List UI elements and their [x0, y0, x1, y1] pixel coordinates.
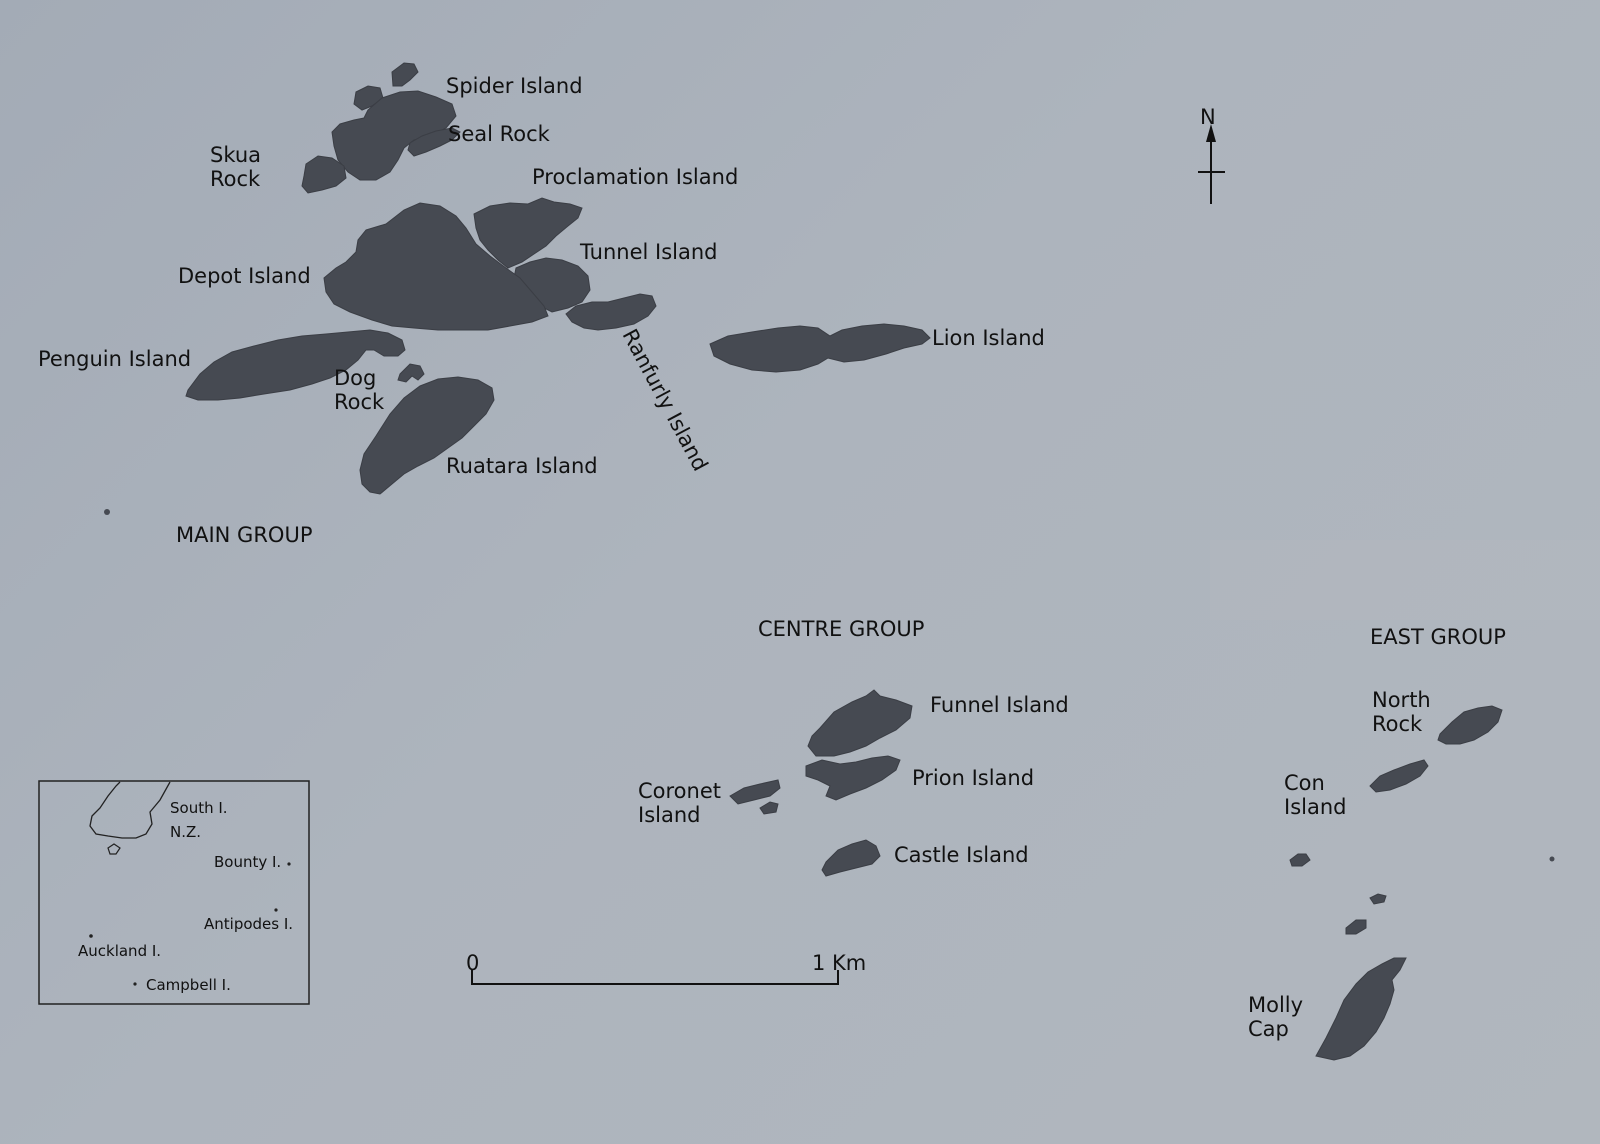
label-penguin-island: Penguin Island [38, 347, 191, 371]
label-coronet-island-line2: Island [638, 803, 700, 827]
inset-label-south-island: South I. [170, 799, 228, 817]
label-con-island-line2: Island [1284, 795, 1346, 819]
label-main-group: MAIN GROUP [176, 523, 313, 547]
scale-end-label: 1 Km [812, 951, 866, 975]
label-centre-group: CENTRE GROUP [758, 617, 924, 641]
north-arrowhead-icon [1206, 124, 1216, 142]
north-letter: N [1200, 105, 1216, 129]
label-ranfurly-island: Ranfurly Island [618, 325, 713, 475]
label-molly-cap-line2: Cap [1248, 1017, 1289, 1041]
funnel-island [807, 689, 913, 757]
scale-bar: 0 1 Km [466, 951, 866, 985]
label-proclamation-island: Proclamation Island [532, 165, 738, 189]
molly-cap [1315, 957, 1407, 1061]
coronet-island-small [759, 801, 779, 815]
label-con-island-line1: Con [1284, 771, 1325, 795]
inset-antipodes-dot [274, 908, 278, 912]
label-seal-rock: Seal Rock [448, 122, 551, 146]
label-north-rock-line1: North [1372, 688, 1431, 712]
inset-south-island-outline [89, 781, 171, 839]
east-group-islands [1289, 705, 1555, 1061]
con-island [1369, 759, 1429, 793]
label-tunnel-island: Tunnel Island [579, 240, 717, 264]
label-skua-rock-line1: Skua [210, 143, 261, 167]
seal-rock [407, 127, 461, 157]
inset-stewart-island-outline [107, 843, 121, 855]
ranfurly-island [565, 293, 657, 331]
spider-island-small-1 [391, 62, 419, 87]
skua-rock [301, 155, 347, 194]
inset-campbell-dot [133, 982, 137, 986]
scale-start-label: 0 [466, 951, 479, 975]
prion-island [805, 755, 901, 801]
label-east-group: EAST GROUP [1370, 625, 1506, 649]
inset-label-antipodes: Antipodes I. [204, 915, 293, 933]
small-rock-east [1549, 856, 1555, 862]
label-depot-island: Depot Island [178, 264, 311, 288]
east-rock-1 [1289, 853, 1311, 867]
depot-island [323, 202, 549, 331]
label-skua-rock-line2: Rock [210, 167, 261, 191]
main-group-islands [104, 62, 657, 515]
east-rock-2 [1369, 893, 1387, 905]
dog-rock [397, 363, 425, 383]
show-through-text [1210, 540, 1600, 620]
north-rock [1437, 705, 1503, 745]
island-labels: Spider Island Seal Rock Skua Rock Procla… [38, 74, 1431, 1041]
east-rock-3 [1345, 919, 1367, 935]
group-labels: MAIN GROUP CENTRE GROUP EAST GROUP [176, 523, 1506, 649]
inset-label-nz: N.Z. [170, 823, 201, 841]
label-dog-rock-line2: Rock [334, 390, 385, 414]
castle-island [821, 839, 881, 877]
label-prion-island: Prion Island [912, 766, 1034, 790]
lion-island [709, 323, 931, 373]
label-castle-island: Castle Island [894, 843, 1029, 867]
label-lion-island: Lion Island [932, 326, 1045, 350]
inset-map: South I. N.Z. Bounty I. Antipodes I. Auc… [38, 780, 310, 1005]
inset-label-bounty: Bounty I. [214, 853, 281, 871]
penguin-island [185, 329, 406, 401]
proclamation-island [473, 197, 583, 269]
label-molly-cap-line1: Molly [1248, 993, 1303, 1017]
coronet-island [729, 779, 781, 805]
north-arrow: N [1198, 105, 1225, 204]
small-rock-main [104, 509, 110, 515]
inset-label-auckland: Auckland I. [78, 942, 161, 960]
inset-frame [38, 780, 310, 1005]
inset-auckland-dot [89, 934, 93, 938]
centre-group-islands [729, 689, 913, 877]
label-ruatara-island: Ruatara Island [446, 454, 598, 478]
spider-island [331, 90, 457, 181]
label-spider-island: Spider Island [446, 74, 583, 98]
label-funnel-island: Funnel Island [930, 693, 1069, 717]
ruatara-island [359, 376, 495, 495]
label-north-rock-line2: Rock [1372, 712, 1423, 736]
label-coronet-island-line1: Coronet [638, 779, 721, 803]
inset-bounty-dot [287, 862, 291, 866]
inset-label-campbell: Campbell I. [146, 976, 231, 994]
label-dog-rock-line1: Dog [334, 366, 376, 390]
scale-bar-line [471, 970, 839, 985]
